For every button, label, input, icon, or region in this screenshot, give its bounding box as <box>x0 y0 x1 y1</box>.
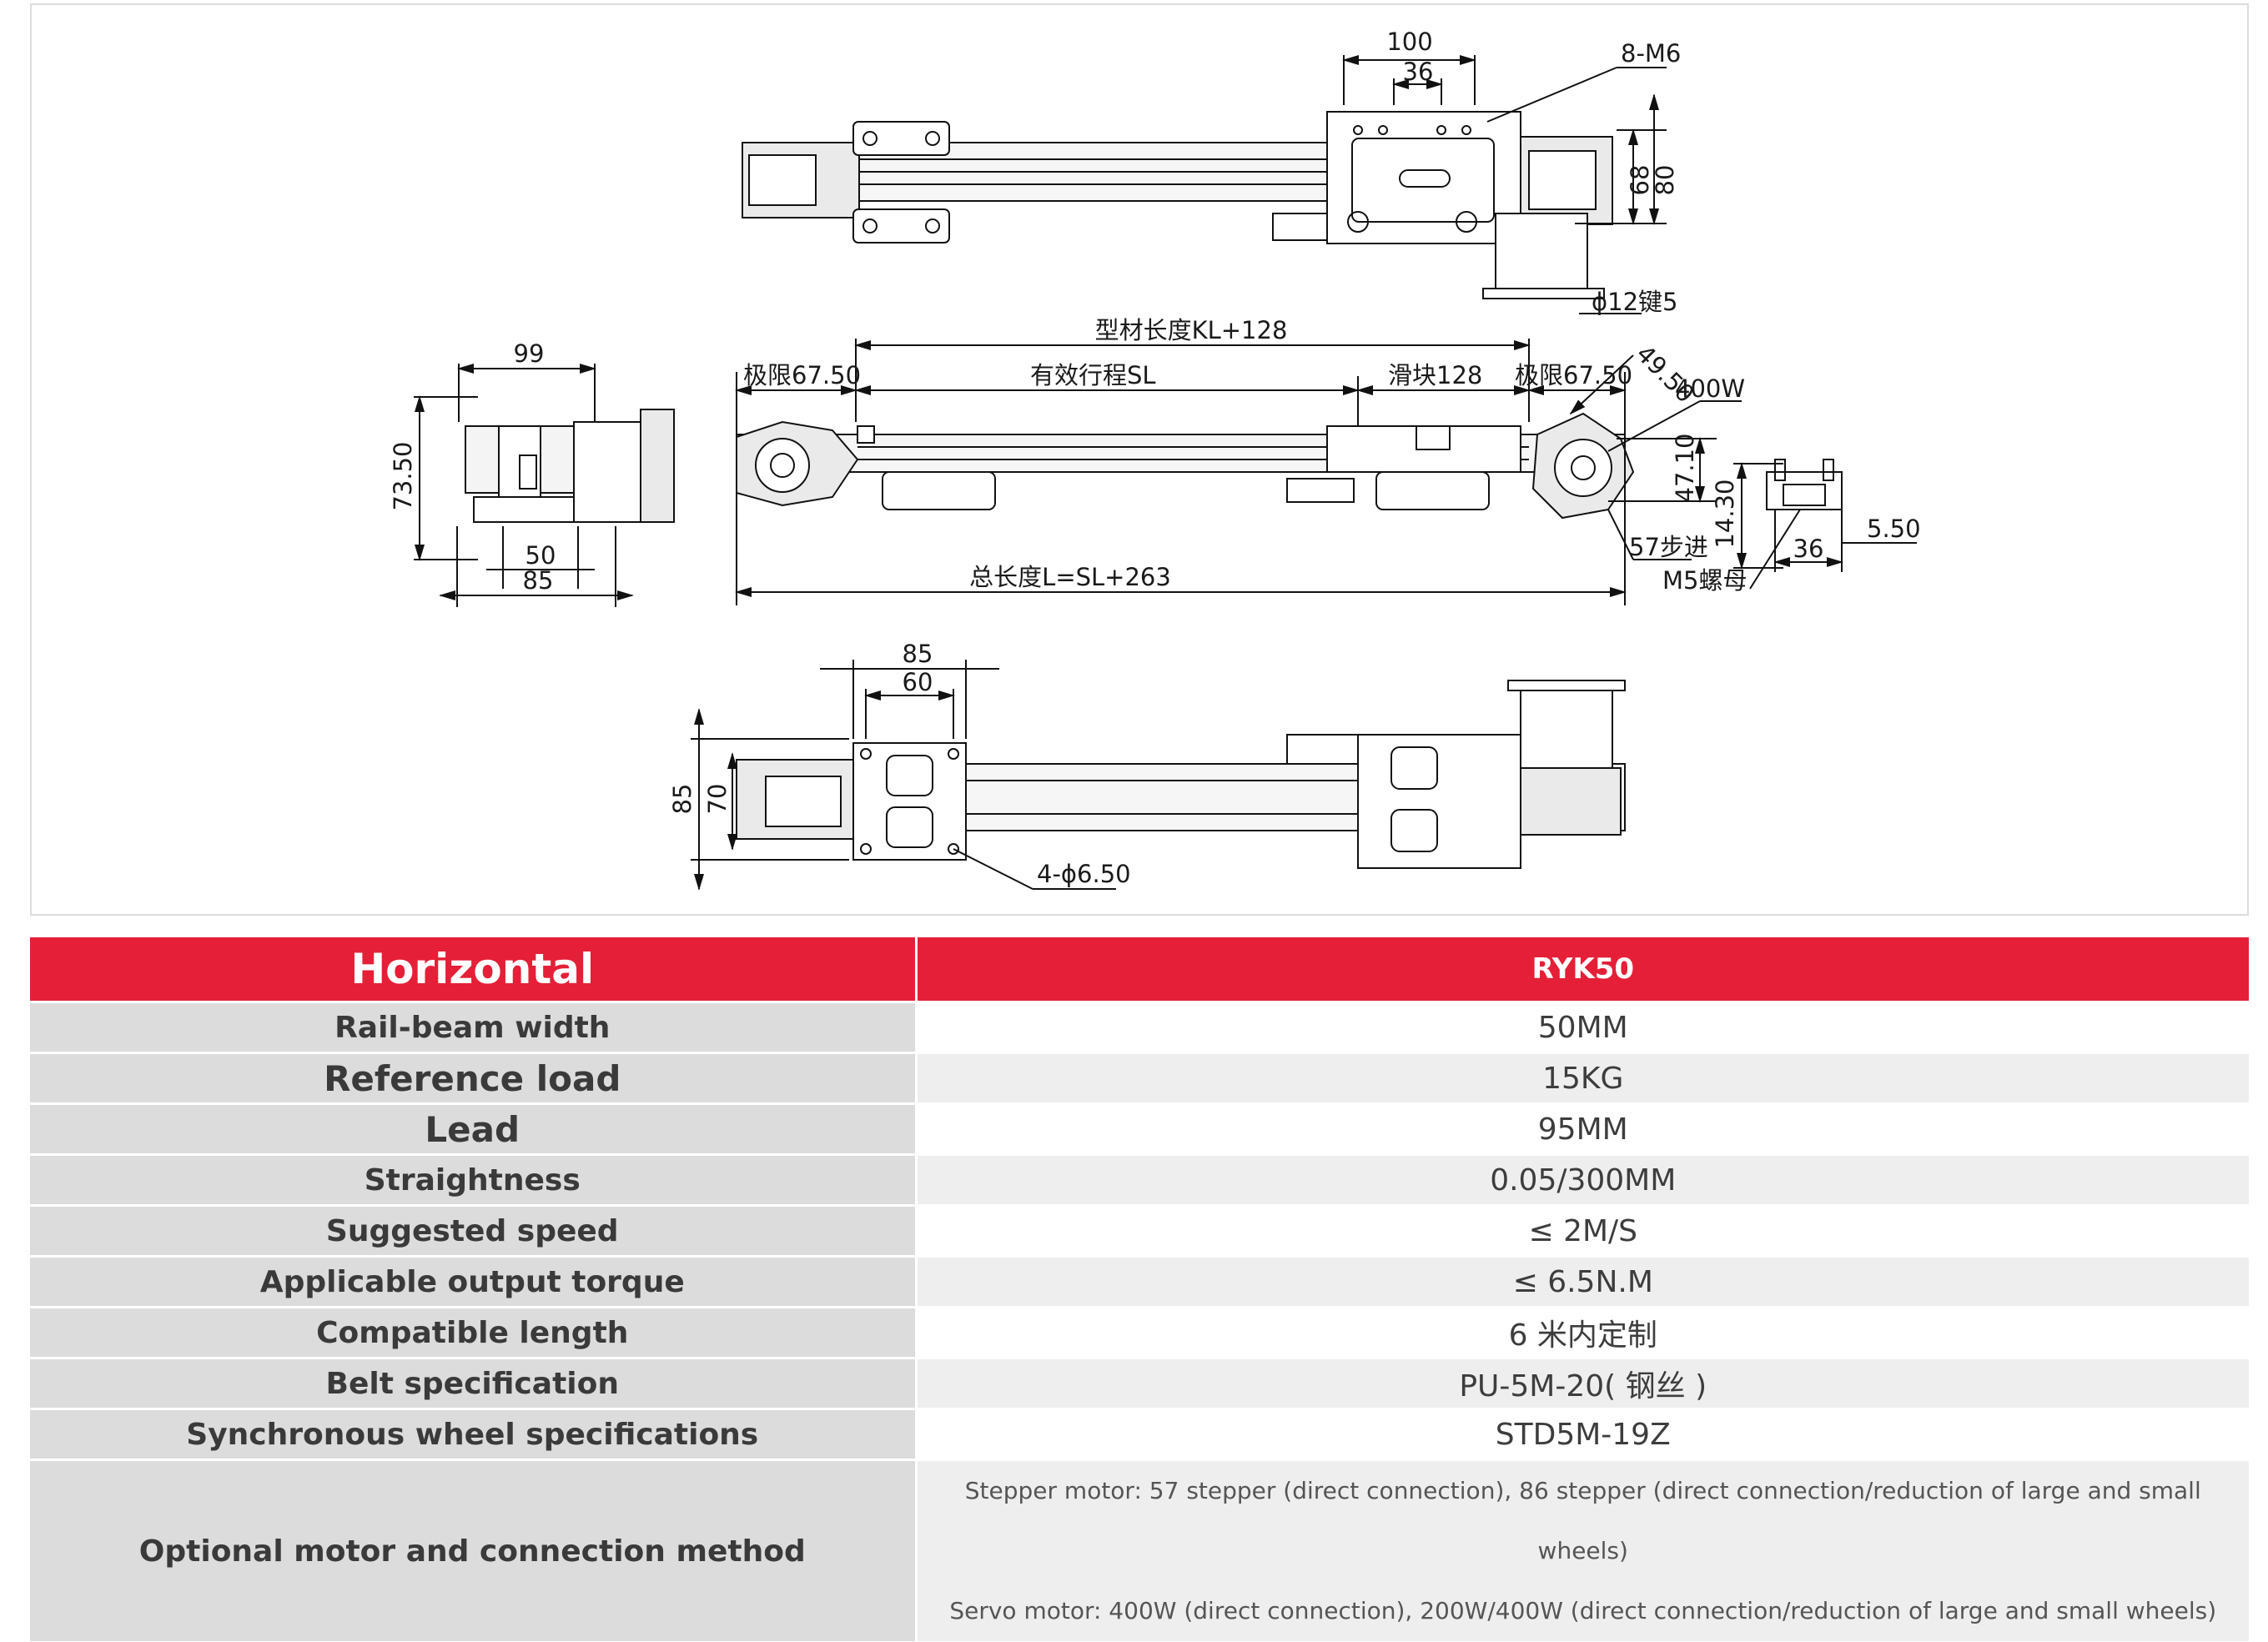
row-value: PU-5M-20( 钢丝 ) <box>914 1357 2249 1409</box>
table-row: Lead 95MM <box>30 1102 2249 1155</box>
dim-100: 100 <box>1386 28 1432 56</box>
row-label: Straightness <box>30 1153 916 1206</box>
table-row: Compatible length 6 米内定制 <box>30 1306 2249 1358</box>
row-label: Compatible length <box>30 1306 916 1358</box>
profile-length-label: 型材长度KL+128 <box>1095 316 1288 344</box>
technical-drawing: 100 36 8-M6 68 80 ϕ12键5 99 73.50 50 85 型… <box>389 28 1921 891</box>
bottom-view <box>691 660 1626 891</box>
top-view <box>742 55 1667 314</box>
row-label: Suggested speed <box>30 1204 916 1257</box>
stepper-57-label: 57步进 <box>1629 533 1708 561</box>
dim-50: 50 <box>526 541 556 570</box>
row-value: 50MM <box>914 1001 2249 1053</box>
motor-options: Stepper motor: 57 stepper (direct connec… <box>914 1459 2249 1641</box>
technical-drawing-panel: 100 36 8-M6 68 80 ϕ12键5 99 73.50 50 85 型… <box>30 3 2249 916</box>
dim-14-30: 14.30 <box>1711 479 1739 548</box>
header-model: RYK50 <box>914 937 2249 1002</box>
servo-400w-label: 400W <box>1675 374 1745 403</box>
servo-motor-option: Servo motor: 400W (direct connection), 2… <box>949 1597 2217 1624</box>
table-row: Synchronous wheel specifications STD5M-1… <box>30 1408 2249 1460</box>
table-row: Reference load 15KG <box>30 1052 2249 1104</box>
stepper-motor-option: Stepper motor: 57 stepper (direct connec… <box>964 1477 2201 1564</box>
dim-47-10: 47.10 <box>1671 433 1699 502</box>
total-length-label: 总长度L=SL+263 <box>969 563 1171 591</box>
dimension-labels: 100 36 8-M6 68 80 ϕ12键5 99 73.50 50 85 型… <box>389 28 1921 888</box>
row-label: Rail-beam width <box>30 1001 916 1053</box>
nut-label: M5螺母 <box>1662 566 1747 595</box>
dim-5-50: 5.50 <box>1867 515 1921 543</box>
dim-85-bottom-side: 85 <box>668 784 696 815</box>
row-label: Applicable output torque <box>30 1255 916 1308</box>
table-row: Belt specification PU-5M-20( 钢丝 ) <box>30 1357 2249 1409</box>
nut-detail <box>1733 459 1917 590</box>
row-label: Optional motor and connection method <box>30 1459 916 1641</box>
thread-spec: 8-M6 <box>1621 39 1681 68</box>
table-row: Applicable output torque ≤ 6.5N.M <box>30 1255 2249 1308</box>
dim-99: 99 <box>514 339 545 368</box>
row-value: 0.05/300MM <box>914 1153 2249 1206</box>
row-value: 15KG <box>914 1052 2249 1104</box>
dim-36-nut: 36 <box>1793 535 1824 563</box>
dim-80: 80 <box>1651 165 1679 196</box>
dim-70: 70 <box>703 784 732 815</box>
table-row-motor: Optional motor and connection method Ste… <box>30 1459 2249 1641</box>
row-value: STD5M-19Z <box>914 1408 2249 1460</box>
dim-73-50: 73.50 <box>389 441 417 510</box>
dim-60: 60 <box>903 668 933 696</box>
dim-85-end: 85 <box>523 566 554 595</box>
row-value: 6 米内定制 <box>914 1306 2249 1358</box>
table-row: Rail-beam width 50MM <box>30 1001 2249 1053</box>
end-view <box>414 364 675 607</box>
spec-table: Horizontal RYK50 Rail-beam width 50MM Re… <box>30 937 2249 1641</box>
table-row: Straightness 0.05/300MM <box>30 1153 2249 1206</box>
dim-68: 68 <box>1626 165 1654 196</box>
table-row: Suggested speed ≤ 2M/S <box>30 1204 2249 1257</box>
row-value: ≤ 6.5N.M <box>914 1255 2249 1308</box>
shaft-spec: ϕ12键5 <box>1592 288 1677 316</box>
limit-left-label: 极限67.50 <box>743 361 861 389</box>
limit-right-label: 极限67.50 <box>1515 361 1632 389</box>
header-horizontal: Horizontal <box>30 937 916 1002</box>
row-label: Belt specification <box>30 1357 916 1409</box>
dim-85-bottom-top: 85 <box>903 640 933 668</box>
row-value: 95MM <box>914 1102 2249 1155</box>
slider-label: 滑块128 <box>1388 361 1482 389</box>
dim-36: 36 <box>1403 58 1434 86</box>
table-header-row: Horizontal RYK50 <box>30 937 2249 1002</box>
row-value: ≤ 2M/S <box>914 1204 2249 1257</box>
front-view <box>735 339 1742 605</box>
row-label: Lead <box>30 1102 916 1155</box>
row-label: Synchronous wheel specifications <box>30 1408 916 1460</box>
effective-stroke-label: 有效行程SL <box>1030 361 1156 389</box>
row-label: Reference load <box>30 1052 916 1104</box>
holes-spec: 4-ϕ6.50 <box>1037 860 1131 888</box>
